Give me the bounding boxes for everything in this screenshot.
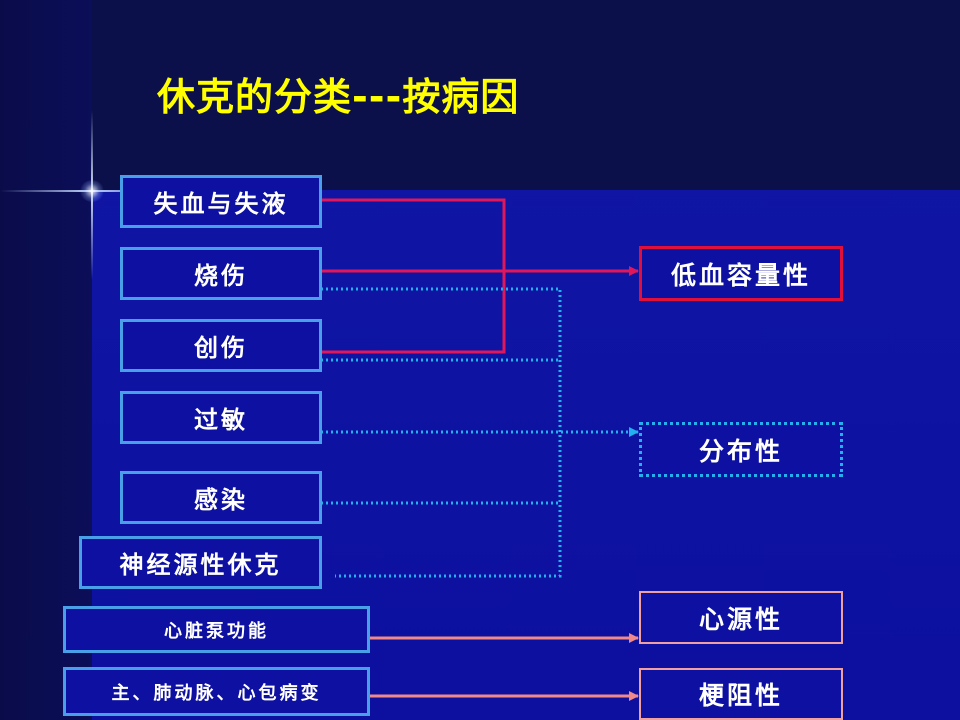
type-cardiogenic: 心源性 [639, 591, 843, 644]
type-distributive: 分布性 [639, 422, 843, 477]
background-top [0, 0, 960, 190]
cause-infection: 感染 [120, 471, 322, 524]
type-obstructive: 梗阻性 [639, 668, 843, 720]
cause-allergy: 过敏 [120, 391, 322, 444]
lens-flare-center [80, 180, 104, 202]
cause-cardiac-pump: 心脏泵功能 [63, 606, 370, 653]
cause-blood-fluid-loss: 失血与失液 [120, 175, 322, 228]
background-left-strip [0, 0, 92, 720]
cause-burn: 烧伤 [120, 247, 322, 300]
cause-vascular-pericardial: 主、肺动脉、心包病变 [63, 667, 370, 716]
slide-title: 休克的分类---按病因 [157, 75, 520, 119]
connector-blood-loss [321, 198, 506, 354]
cause-neurogenic-shock: 神经源性休克 [79, 536, 322, 589]
type-hypovolemic: 低血容量性 [639, 246, 843, 301]
cause-trauma: 创伤 [120, 319, 322, 372]
